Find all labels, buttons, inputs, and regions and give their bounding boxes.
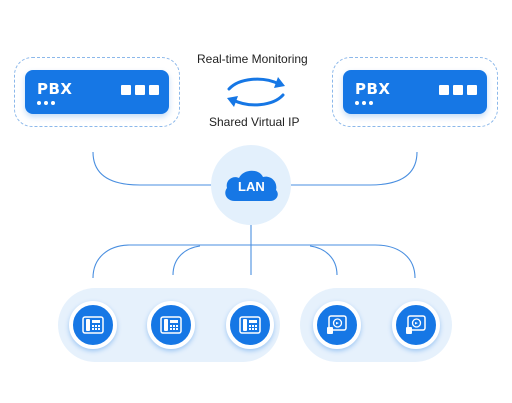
desk-phone-icon [147,301,195,349]
distribution-bus [92,244,416,279]
bus-branch-right [309,245,338,276]
pbx-node-left: PBX [14,57,180,127]
desk-phone-icon [226,301,274,349]
pbx-server-icon: PBX [25,70,169,114]
pbx-label: PBX [355,80,391,98]
video-phone-icon [392,301,440,349]
pbx-status-dots [37,101,55,105]
left-pbx-link [92,151,220,186]
pbx-status-dots [355,101,373,105]
bus-branch-left [172,245,201,276]
pbx-port-squares [439,85,477,95]
lan-label: LAN [238,179,265,194]
cloud-icon [225,170,278,201]
pbx-node-right: PBX [332,57,498,127]
monitoring-caption: Real-time Monitoring [197,52,308,66]
pbx-port-squares [121,85,159,95]
pbx-server-icon: PBX [343,70,487,114]
pbx-label: PBX [37,80,73,98]
virtual-ip-caption: Shared Virtual IP [209,115,300,129]
right-pbx-link [290,151,418,186]
video-phone-icon [313,301,361,349]
desk-phone-icon [69,301,117,349]
sync-arrows-icon [227,77,285,107]
